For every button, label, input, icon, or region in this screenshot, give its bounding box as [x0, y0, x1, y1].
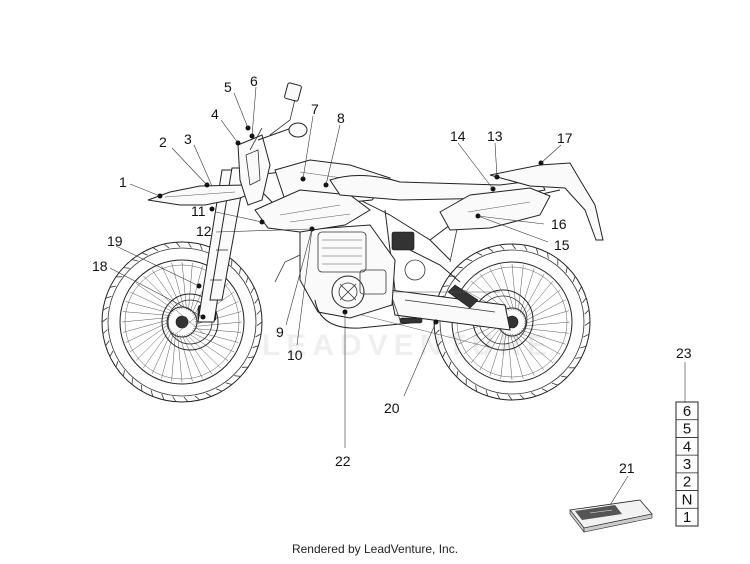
callout-4: 4	[211, 106, 219, 122]
swingarm	[389, 284, 511, 331]
gear-digit: 3	[683, 456, 691, 473]
callout-22: 22	[335, 453, 351, 469]
gear-digit: 6	[683, 403, 691, 420]
handlebar	[249, 82, 308, 151]
callout-11: 11	[191, 203, 206, 219]
callout-21: 21	[619, 460, 635, 476]
callout-7: 7	[311, 101, 319, 117]
watermark: LEADVENTURE	[262, 329, 553, 362]
front-fork	[197, 167, 247, 323]
callout-3: 3	[184, 131, 192, 147]
gear-digit: 5	[683, 421, 691, 438]
callout-15: 15	[554, 237, 570, 253]
gear-digit: 4	[683, 438, 691, 455]
callout-10: 10	[287, 347, 303, 363]
rear-fender	[489, 162, 604, 241]
callout-13: 13	[487, 128, 503, 144]
engine	[274, 224, 415, 319]
callout-18: 18	[92, 258, 108, 274]
callout-23: 23	[676, 345, 692, 361]
footpeg	[399, 317, 423, 324]
callout-20: 20	[384, 400, 400, 416]
front-wheel	[101, 241, 263, 403]
rear-shock	[409, 249, 461, 283]
owners-manual	[569, 499, 653, 533]
rear-wheel	[433, 243, 591, 401]
exhaust-pipe	[314, 299, 421, 329]
callout-14: 14	[450, 128, 466, 144]
headlight-fairing	[237, 134, 271, 206]
radiator-shroud	[254, 189, 371, 233]
gear-digit: 1	[683, 509, 691, 526]
callout-8: 8	[337, 110, 345, 126]
gear-digit: N	[682, 491, 693, 508]
footer-credit: Rendered by LeadVenture, Inc.	[291, 542, 459, 556]
callout-numbers: 1 2 3 4 5 6 7 8 9 10 11 12 13 14 15 16 1…	[92, 73, 692, 476]
callout-1: 1	[119, 174, 127, 190]
callout-2: 2	[159, 134, 167, 150]
callout-9: 9	[276, 324, 284, 340]
callout-5: 5	[224, 79, 232, 95]
callout-16: 16	[551, 216, 567, 232]
gear-digit: 2	[683, 474, 691, 491]
side-panel	[439, 187, 551, 231]
callout-17: 17	[557, 130, 573, 146]
leader-lines	[109, 86, 686, 511]
callout-19: 19	[107, 233, 123, 249]
callout-6: 6	[250, 73, 258, 89]
callout-12: 12	[196, 223, 212, 239]
